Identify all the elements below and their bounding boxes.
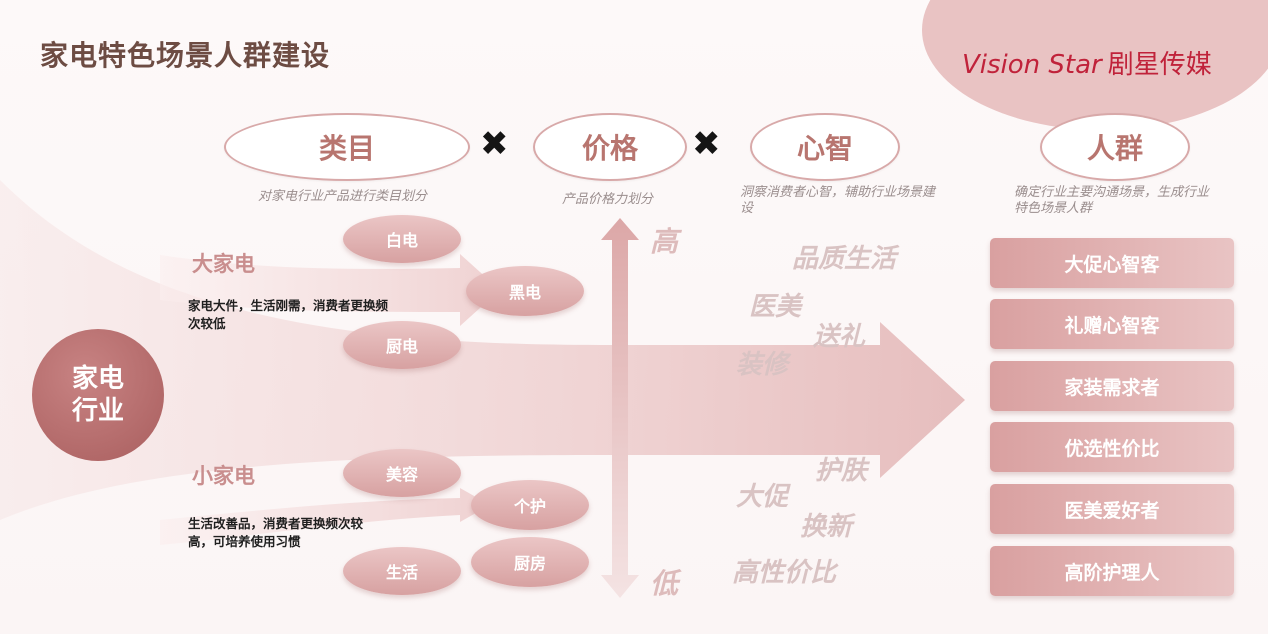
header-category-subtitle: 对家电行业产品进行类目划分 — [258, 189, 428, 204]
price-low-label: 低 — [650, 567, 679, 600]
header-price-subtitle: 产品价格力划分 — [562, 192, 654, 207]
crowd-card: 优选性价比 — [990, 422, 1234, 472]
crowd-card: 大促心智客 — [990, 238, 1234, 288]
page-title: 家电特色场景人群建设 — [40, 39, 331, 72]
crowd-card: 高阶护理人 — [990, 546, 1234, 596]
mindset-keyword: 送礼 — [813, 322, 866, 352]
header-category: 类目 — [224, 113, 470, 181]
industry-circle: 家电行业 — [32, 329, 164, 461]
category-pill: 厨电 — [343, 321, 461, 369]
mindset-keyword: 护肤 — [815, 456, 868, 486]
mindset-keyword: 装修 — [736, 350, 789, 380]
category-pill: 白电 — [343, 215, 461, 263]
category-pill: 美容 — [343, 449, 461, 497]
crowd-card: 家装需求者 — [990, 361, 1234, 411]
crowd-card: 医美爱好者 — [990, 484, 1234, 534]
mindset-keyword: 品质生活 — [792, 244, 897, 274]
small-appliance-desc: 生活改善品，消费者更换频次较高，可培养使用习惯 — [188, 516, 364, 549]
main-flow-arrow — [0, 180, 965, 520]
big-appliance-desc: 家电大件，生活刚需，消费者更换频次较低 — [188, 298, 389, 331]
mindset-keyword: 高性价比 — [732, 558, 837, 588]
category-pill: 生活 — [343, 547, 461, 595]
crowd-card: 礼赠心智客 — [990, 299, 1234, 349]
category-pill: 个护 — [471, 480, 589, 530]
big-appliance-label: 大家电 — [192, 252, 255, 276]
logo-cn: 剧星传媒 — [1107, 50, 1212, 80]
small-appliance-label: 小家电 — [192, 464, 255, 488]
header-mindset-subtitle: 洞察消费者心智，辅助行业场景建设 — [740, 185, 936, 216]
mindset-keyword: 换新 — [800, 512, 853, 542]
header-crowd-subtitle: 确定行业主要沟通场景，生成行业特色场景人群 — [1014, 185, 1210, 216]
header-crowd: 人群 — [1040, 113, 1190, 181]
multiply-icon: ✖ — [692, 124, 721, 164]
category-pill: 厨房 — [471, 537, 589, 587]
upper-branch-arrow — [160, 254, 500, 326]
multiply-icon: ✖ — [480, 124, 509, 164]
price-axis — [601, 218, 639, 598]
mindset-keyword: 大促 — [736, 482, 789, 512]
category-pill: 黑电 — [466, 266, 584, 316]
mindset-keyword: 医美 — [749, 292, 802, 322]
price-high-label: 高 — [650, 225, 679, 258]
lower-branch-arrow — [160, 488, 490, 545]
header-mindset: 心智 — [750, 113, 900, 181]
logo-latin: Vision Star — [962, 50, 1102, 80]
header-price: 价格 — [533, 113, 687, 181]
